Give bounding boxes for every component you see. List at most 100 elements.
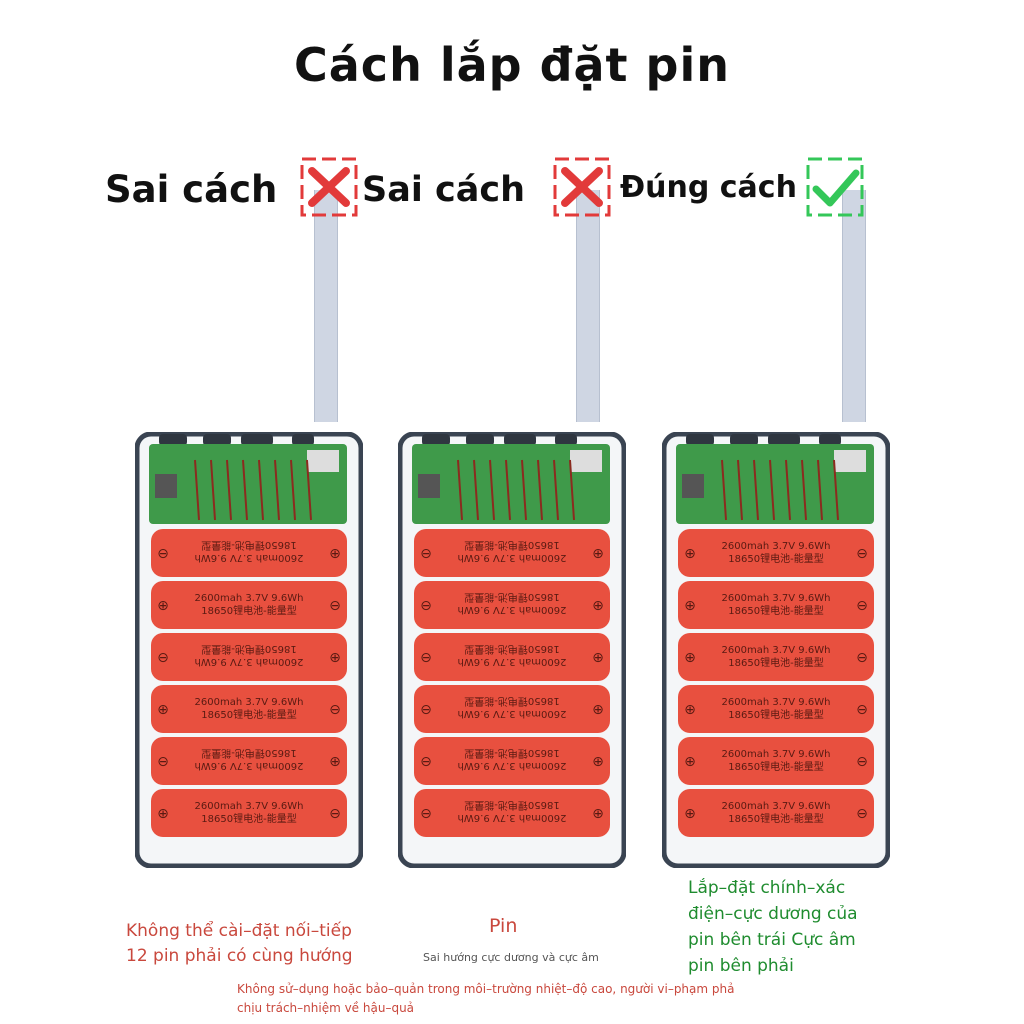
panel-2-label: Sai cách xyxy=(362,170,526,210)
battery-body xyxy=(151,633,347,681)
battery-spec-text: 2600mah 3.7V 9.6Wh xyxy=(195,656,304,667)
plus-icon: ⊕ xyxy=(157,806,169,822)
check-icon xyxy=(806,157,864,217)
wire xyxy=(258,459,264,521)
plus-icon: ⊕ xyxy=(592,650,604,666)
usb-port-icon xyxy=(159,434,187,446)
panel-1-label: Sai cách xyxy=(105,168,278,211)
wire xyxy=(569,459,575,521)
cable xyxy=(576,190,600,422)
minus-icon: ⊖ xyxy=(157,546,169,562)
minus-icon: ⊖ xyxy=(856,806,868,822)
wire xyxy=(473,459,479,521)
battery-model-text: 18650锂电池-能量型 xyxy=(201,708,296,721)
battery-model-text: 18650锂电池-能量型 xyxy=(201,539,296,552)
battery-model-text: 18650锂电池-能量型 xyxy=(201,812,296,825)
battery-model-text: 18650锂电池-能量型 xyxy=(728,656,823,669)
battery-body xyxy=(151,789,347,837)
battery-spec-text: 2600mah 3.7V 9.6Wh xyxy=(458,656,567,667)
minus-icon: ⊖ xyxy=(420,806,432,822)
battery-spec-text: 2600mah 3.7V 9.6Wh xyxy=(458,760,567,771)
usb-port-icon xyxy=(241,434,273,446)
wire xyxy=(737,459,743,521)
battery-body xyxy=(678,685,874,733)
wire xyxy=(505,459,511,521)
chip xyxy=(682,474,704,498)
minus-icon: ⊖ xyxy=(856,650,868,666)
caption-middle-title: Pin xyxy=(489,915,518,937)
battery-spec-text: 2600mah 3.7V 9.6Wh xyxy=(722,749,831,760)
plus-icon: ⊕ xyxy=(592,754,604,770)
wire xyxy=(274,459,280,521)
battery-spec-text: 2600mah 3.7V 9.6Wh xyxy=(458,604,567,615)
battery-spec-text: 2600mah 3.7V 9.6Wh xyxy=(195,801,304,812)
wire xyxy=(801,459,807,521)
plus-icon: ⊕ xyxy=(684,598,696,614)
minus-icon: ⊖ xyxy=(856,546,868,562)
battery-body xyxy=(151,529,347,577)
battery-body xyxy=(151,737,347,785)
battery-spec-text: 2600mah 3.7V 9.6Wh xyxy=(722,541,831,552)
minus-icon: ⊖ xyxy=(157,754,169,770)
battery-body xyxy=(414,737,610,785)
battery-spec-text: 2600mah 3.7V 9.6Wh xyxy=(722,645,831,656)
plus-icon: ⊕ xyxy=(684,546,696,562)
connector xyxy=(834,450,866,472)
battery-model-text: 18650锂电池-能量型 xyxy=(464,799,559,812)
battery-body xyxy=(678,581,874,629)
battery-body xyxy=(151,685,347,733)
wire xyxy=(785,459,791,521)
battery-body xyxy=(414,529,610,577)
plus-icon: ⊕ xyxy=(157,598,169,614)
plus-icon: ⊕ xyxy=(329,650,341,666)
caption-right: Lắp–đặt chính–xác điện–cực dương của pin… xyxy=(688,878,858,976)
wire xyxy=(833,459,839,521)
wire xyxy=(721,459,727,521)
battery-body xyxy=(678,633,874,681)
battery-body xyxy=(414,685,610,733)
wire xyxy=(817,459,823,521)
battery-spec-text: 2600mah 3.7V 9.6Wh xyxy=(722,697,831,708)
wire xyxy=(753,459,759,521)
cable xyxy=(314,190,338,422)
minus-icon: ⊖ xyxy=(856,702,868,718)
wire xyxy=(290,459,296,521)
page-title: Cách lắp đặt pin xyxy=(294,38,730,92)
wire xyxy=(537,459,543,521)
plus-icon: ⊕ xyxy=(684,806,696,822)
battery-body xyxy=(678,737,874,785)
caption-middle-sub: Sai hướng cực dương và cực âm xyxy=(423,951,599,964)
battery-spec-text: 2600mah 3.7V 9.6Wh xyxy=(195,552,304,563)
battery-spec-text: 2600mah 3.7V 9.6Wh xyxy=(458,708,567,719)
wire xyxy=(489,459,495,521)
caption-bottom-warning: Không sử–dụng hoặc bảo–quản trong môi–tr… xyxy=(237,982,735,1015)
connector xyxy=(570,450,602,472)
battery-model-text: 18650锂电池-能量型 xyxy=(728,760,823,773)
cross-icon xyxy=(553,157,611,217)
battery-spec-text: 2600mah 3.7V 9.6Wh xyxy=(722,801,831,812)
usb-port-icon xyxy=(203,434,231,446)
battery-model-text: 18650锂电池-能量型 xyxy=(464,591,559,604)
battery-body xyxy=(678,789,874,837)
battery-body xyxy=(414,789,610,837)
battery-model-text: 18650锂电池-能量型 xyxy=(464,747,559,760)
plus-icon: ⊕ xyxy=(592,546,604,562)
caption-left: Không thể cài–đặt nối–tiếp 12 pin phải c… xyxy=(126,921,353,966)
